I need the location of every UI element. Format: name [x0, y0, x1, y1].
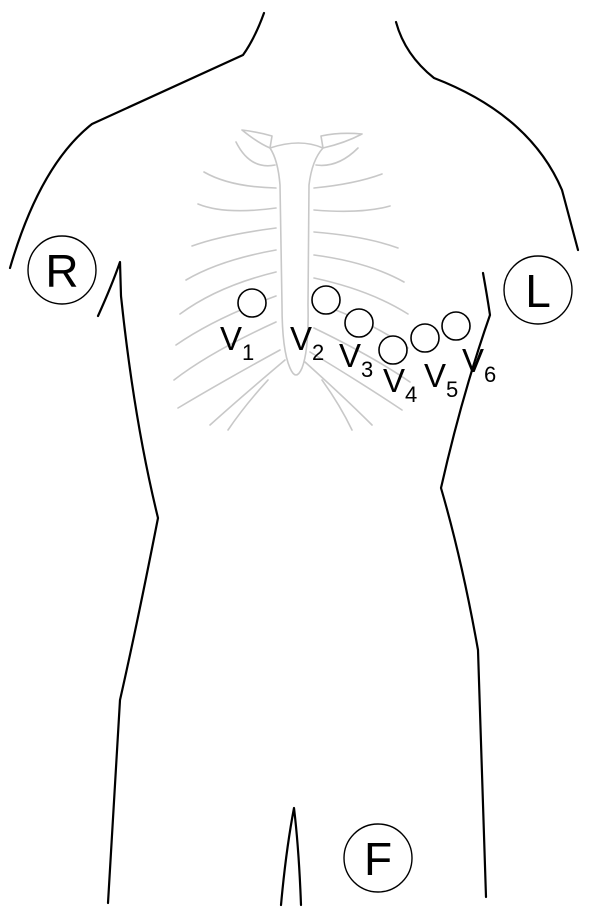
lead-label-v3: V3: [339, 337, 373, 382]
lead-label-v4-index: 4: [405, 382, 417, 407]
rib-right-2: [314, 174, 382, 188]
right-side-neck-and-shoulder-outline: [396, 22, 578, 250]
chest-electrode-v3: [345, 309, 373, 337]
rib-left-1: [236, 142, 275, 166]
limb-electrode-l-label: L: [525, 265, 551, 317]
lead-label-v3-letter: V: [339, 337, 361, 374]
rib-left-2: [204, 172, 276, 188]
rib-cage: [174, 130, 410, 430]
rib-right-1: [316, 148, 358, 165]
left-side-torso-outline: [98, 262, 158, 903]
lead-label-v1-index: 1: [242, 340, 254, 365]
lead-label-v2: V2: [290, 320, 324, 365]
chest-electrode-v6: [442, 312, 470, 340]
lead-label-v5-index: 5: [446, 377, 458, 402]
lead-label-v2-letter: V: [290, 320, 312, 357]
lead-label-v4-letter: V: [383, 362, 405, 399]
chest-electrode-v5: [411, 324, 439, 352]
rib-left-4: [192, 228, 276, 246]
lead-label-v5: V5: [424, 357, 458, 402]
lead-label-v1-letter: V: [220, 320, 242, 357]
rib-right-3: [314, 206, 390, 211]
lead-label-v5-letter: V: [424, 357, 446, 394]
lead-label-v6-letter: V: [462, 342, 484, 379]
left-side-neck-and-shoulder-outline: [10, 13, 264, 268]
body-outline: [10, 13, 578, 905]
lead-label-v2-index: 2: [312, 340, 324, 365]
limb-electrode-f: F: [344, 824, 412, 892]
lead-label-v6-index: 6: [484, 362, 496, 387]
clavicle-right: [321, 133, 362, 148]
rib-left-3: [198, 204, 276, 211]
clavicle-left: [242, 130, 272, 148]
crotch-outline: [281, 808, 301, 905]
lead-label-v6: V6: [462, 342, 496, 387]
chest-electrode-v2: [312, 286, 340, 314]
limb-electrode-r: R: [28, 236, 96, 304]
limb-electrode-f-label: F: [364, 833, 392, 885]
limb-electrode-r-label: R: [45, 245, 78, 297]
rib-right-11: [322, 380, 352, 430]
limb-electrode-l: L: [504, 256, 572, 324]
rib-left-10: [210, 360, 285, 425]
rib-right-4: [314, 232, 398, 248]
rib-left-9: [178, 350, 280, 408]
rib-right-5: [314, 255, 404, 282]
lead-label-v3-index: 3: [361, 357, 373, 382]
chest-electrode-v4: [379, 336, 407, 364]
lead-label-v1: V1: [220, 320, 254, 365]
rib-left-11: [228, 380, 268, 430]
chest-electrode-v1: [238, 289, 266, 317]
